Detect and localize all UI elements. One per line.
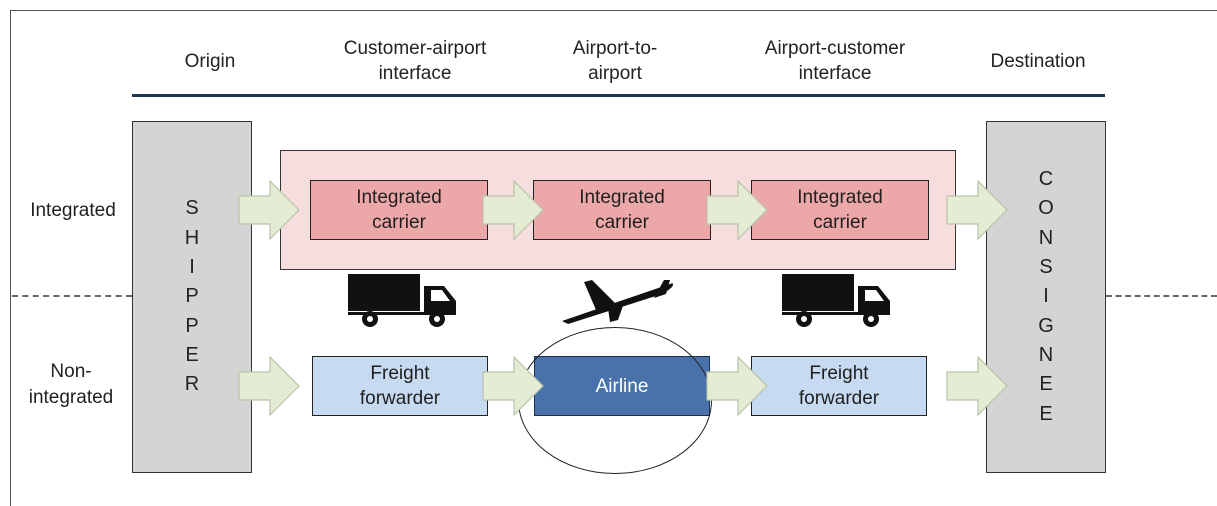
consignee-letter: N	[1038, 226, 1054, 249]
integrated-carrier-air: Integrated carrier	[533, 180, 711, 240]
arrow-forwarder-to-consignee	[946, 356, 1008, 416]
header-rule	[132, 94, 1105, 97]
truck-icon	[782, 274, 890, 327]
row-separator-right	[1106, 295, 1217, 297]
row-label-non-integrated: Non- integrated	[28, 361, 114, 408]
header-customer-airport-interface: Customer-airport interface	[343, 38, 487, 84]
integrated-carrier-origin: Integrated carrier	[310, 180, 488, 240]
header-airport-customer-interface: Airport-customer interface	[764, 38, 906, 84]
shipper-letter: P	[185, 285, 199, 308]
shipper-letter: E	[185, 343, 199, 366]
header-destination: Destination	[990, 51, 1086, 72]
consignee-letter: N	[1038, 343, 1054, 366]
row-separator-left	[12, 295, 132, 297]
frame-left-border	[10, 10, 11, 506]
row-label-integrated: Integrated	[30, 200, 116, 221]
consignee-letter: O	[1038, 197, 1054, 220]
arrow-airline-to-forwarder	[706, 356, 768, 416]
consignee-letter: G	[1038, 314, 1054, 337]
header-airport-to-airport: Airport-to- airport	[572, 38, 658, 84]
consignee-letter: I	[1043, 285, 1049, 308]
consignee-letter: S	[1039, 256, 1053, 279]
integrated-carrier-destination: Integrated carrier	[751, 180, 929, 240]
freight-forwarder-destination: Freight forwarder	[751, 356, 927, 416]
consignee-letter: E	[1039, 373, 1053, 396]
shipper-letter: S	[185, 197, 199, 220]
freight-forwarder-origin: Freight forwarder	[312, 356, 488, 416]
consignee-letter: E	[1039, 402, 1053, 425]
arrow-integrated-2-to-3	[706, 180, 768, 240]
arrow-shipper-to-forwarder	[238, 356, 300, 416]
header-origin: Origin	[184, 51, 236, 72]
arrow-integrated-1-to-2	[482, 180, 544, 240]
shipper-letter: R	[184, 373, 200, 396]
airplane-icon	[562, 280, 674, 324]
shipper-letter: H	[184, 226, 200, 249]
shipper-letter: P	[185, 314, 199, 337]
frame-top-border	[10, 10, 1217, 11]
shipper-letter: I	[189, 256, 195, 279]
arrow-integrated-to-consignee	[946, 180, 1008, 240]
consignee-letter: C	[1038, 168, 1054, 191]
truck-icon	[348, 274, 456, 327]
arrow-forwarder-to-airline	[482, 356, 544, 416]
airline-ellipse	[518, 327, 712, 474]
arrow-shipper-to-integrated	[238, 180, 300, 240]
